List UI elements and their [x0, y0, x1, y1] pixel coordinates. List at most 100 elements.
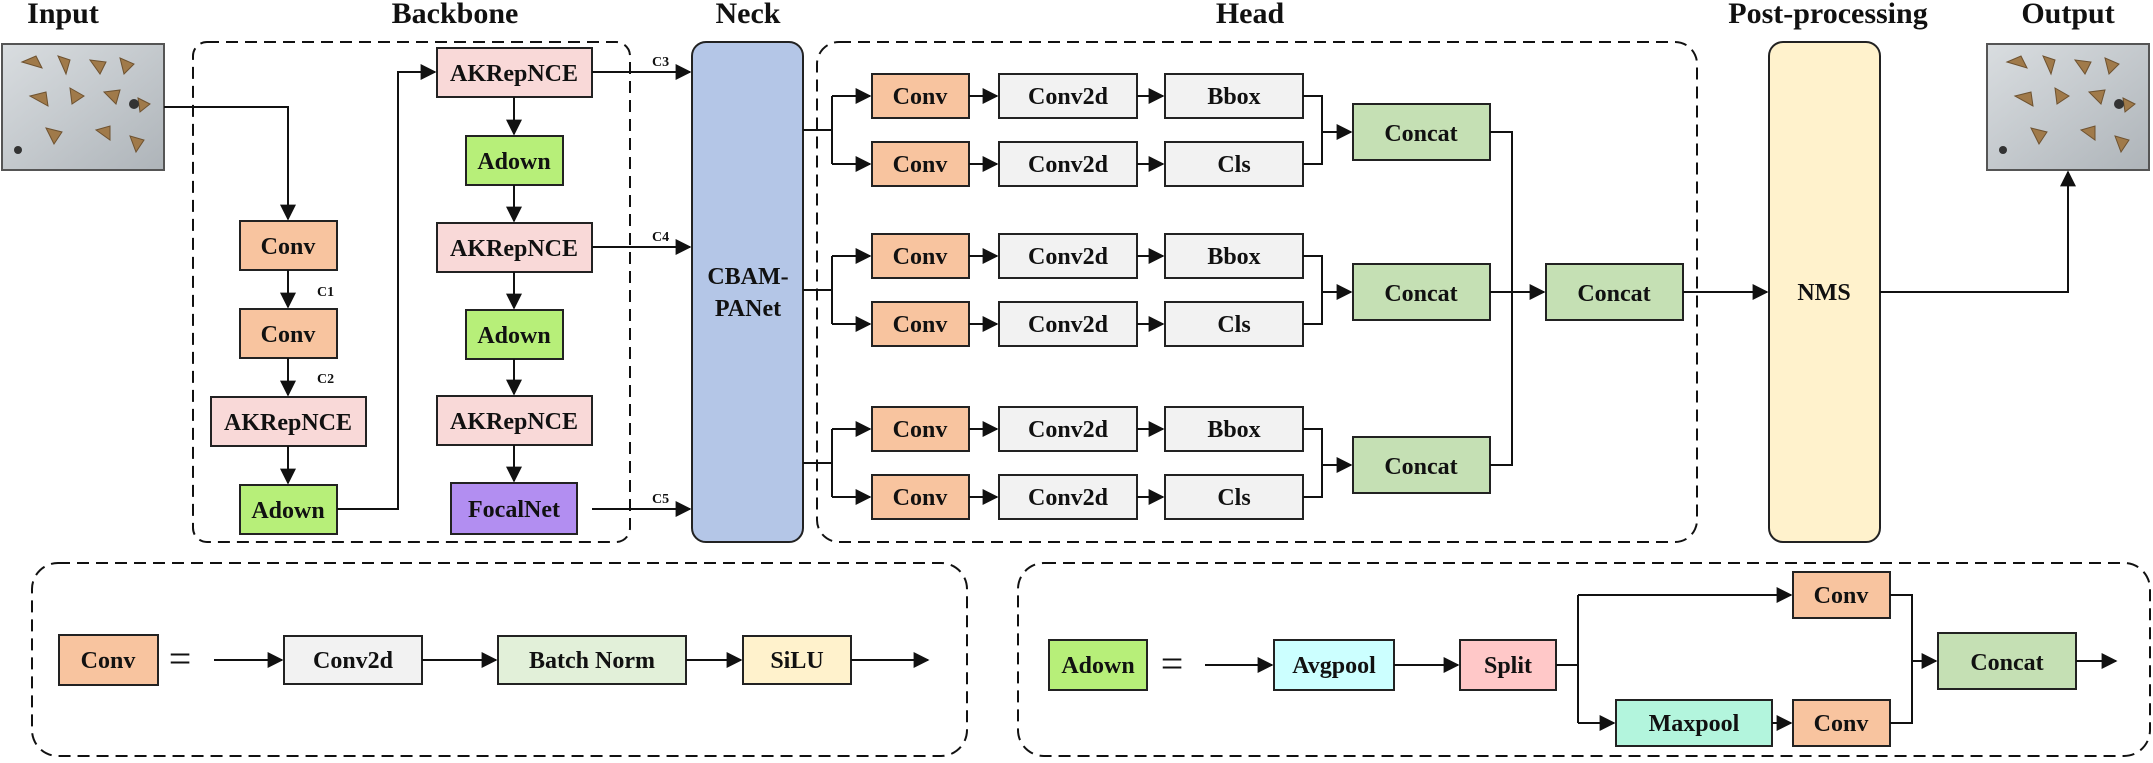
legend-conv2d [283, 635, 423, 685]
head-g3-conv-bottom [871, 474, 970, 520]
head-g2-cls-label: Cls [1217, 312, 1250, 338]
backbone-conv-2-label: Conv [261, 322, 316, 348]
legend-conv2d-label: Conv2d [313, 648, 394, 674]
section-title-input: Input [27, 0, 99, 30]
legend-avgpool-label: Avgpool [1292, 653, 1376, 679]
backbone-akrepnce-3-label: AKRepNCE [450, 409, 578, 435]
head-g2-conv2d-top-label: Conv2d [1028, 244, 1109, 270]
legend-batchnorm-label: Batch Norm [529, 648, 655, 674]
head-g1-conv-bottom-label: Conv [893, 152, 948, 178]
neck-label-line2: PANet [715, 296, 781, 322]
merge-final [1490, 131, 1513, 466]
legend-adown-container [1017, 562, 2151, 757]
head-g2-conv2d-top [998, 233, 1138, 279]
legend-conv-box [58, 634, 159, 686]
output-label-c4: C4 [652, 230, 669, 245]
head-g2-concat-label: Concat [1384, 281, 1457, 307]
backbone-akrepnce-left-label: AKRepNCE [224, 410, 352, 436]
backbone-adown-2 [465, 309, 564, 360]
stage-label-c1: C1 [317, 285, 334, 300]
legend-adown-name: Adown [1061, 653, 1134, 679]
legend-silu-label: SiLU [770, 648, 823, 674]
merge-g1 [1303, 95, 1323, 165]
head-g2-conv2d-bottom [998, 301, 1138, 347]
merge-g3 [1303, 428, 1323, 498]
backbone-container [192, 41, 631, 543]
legend-adown-conv-top [1792, 571, 1891, 619]
head-g3-cls-label: Cls [1217, 485, 1250, 511]
head-g1-conv-top [871, 73, 970, 119]
legend-split-label: Split [1484, 653, 1532, 679]
head-g2-bbox [1164, 233, 1304, 279]
nms-label: NMS [1797, 280, 1850, 306]
backbone-adown-left [239, 484, 338, 535]
legend-conv-name: Conv [81, 648, 136, 674]
edge-nms-output [1880, 170, 2076, 293]
legend-adown-merge [1890, 594, 1913, 724]
head-g2-conv-bottom-label: Conv [893, 312, 948, 338]
head-final-concat [1545, 263, 1684, 321]
output-label-c5: C5 [652, 492, 669, 507]
stage-label-c2: C2 [317, 372, 334, 387]
head-g2-concat [1352, 263, 1491, 321]
neck-label-line1: CBAM- [707, 264, 788, 290]
merge-g2 [1303, 255, 1323, 325]
backbone-adown-1 [465, 135, 564, 186]
head-g1-conv2d-bottom-label: Conv2d [1028, 152, 1109, 178]
head-g3-conv2d-top-label: Conv2d [1028, 417, 1109, 443]
head-g3-cls [1164, 474, 1304, 520]
head-g1-bbox-label: Bbox [1207, 84, 1260, 110]
head-g3-conv-bottom-label: Conv [893, 485, 948, 511]
section-title-head: Head [1216, 0, 1285, 30]
backbone-conv-1 [239, 220, 338, 271]
head-g2-cls [1164, 301, 1304, 347]
head-container [816, 41, 1698, 543]
legend-adown-equals: = [1161, 641, 1184, 686]
legend-adown-box [1048, 639, 1148, 691]
legend-maxpool-label: Maxpool [1649, 711, 1740, 737]
head-g1-bbox [1164, 73, 1304, 119]
section-title-backbone: Backbone [392, 0, 519, 30]
head-g1-conv-top-label: Conv [893, 84, 948, 110]
head-g2-conv-bottom [871, 301, 970, 347]
head-g1-conv2d-top [998, 73, 1138, 119]
head-g3-concat [1352, 436, 1491, 494]
backbone-akrepnce-2-label: AKRepNCE [450, 236, 578, 262]
head-final-concat-label: Concat [1577, 281, 1650, 307]
backbone-focalnet [450, 482, 578, 535]
backbone-akrepnce-1-label: AKRepNCE [450, 61, 578, 87]
head-g1-cls-label: Cls [1217, 152, 1250, 178]
backbone-akrepnce-2 [436, 222, 593, 273]
legend-conv-container [31, 562, 968, 757]
head-g3-concat-label: Concat [1384, 454, 1457, 480]
legend-adown-conv-bottom-label: Conv [1814, 711, 1869, 737]
edge-adown-to-akrep-top [337, 64, 437, 510]
head-g1-concat-label: Concat [1384, 121, 1457, 147]
neck-cbam-panet [691, 41, 804, 543]
legend-split-branch [1556, 595, 1579, 723]
section-title-neck: Neck [716, 0, 781, 30]
head-g2-conv2d-bottom-label: Conv2d [1028, 312, 1109, 338]
legend-adown-conv-top-label: Conv [1814, 583, 1869, 609]
output-label-c3: C3 [652, 55, 669, 70]
head-g1-cls [1164, 141, 1304, 187]
legend-maxpool [1615, 699, 1773, 747]
legend-silu [742, 635, 852, 685]
legend-split [1459, 639, 1557, 691]
section-title-post-processing: Post-processing [1728, 0, 1927, 30]
edge-input-to-conv [164, 106, 296, 221]
head-g3-conv-top-label: Conv [893, 417, 948, 443]
backbone-focalnet-label: FocalNet [468, 497, 560, 523]
output-image [1986, 43, 2150, 171]
head-g1-conv2d-bottom [998, 141, 1138, 187]
section-title-output: Output [2021, 0, 2114, 30]
head-g1-conv2d-top-label: Conv2d [1028, 84, 1109, 110]
legend-conv-equals: = [169, 636, 192, 681]
backbone-adown-1-label: Adown [477, 149, 550, 175]
head-g2-bbox-label: Bbox [1207, 244, 1260, 270]
head-g3-bbox [1164, 406, 1304, 452]
head-g3-conv2d-bottom-label: Conv2d [1028, 485, 1109, 511]
head-g2-conv-top-label: Conv [893, 244, 948, 270]
